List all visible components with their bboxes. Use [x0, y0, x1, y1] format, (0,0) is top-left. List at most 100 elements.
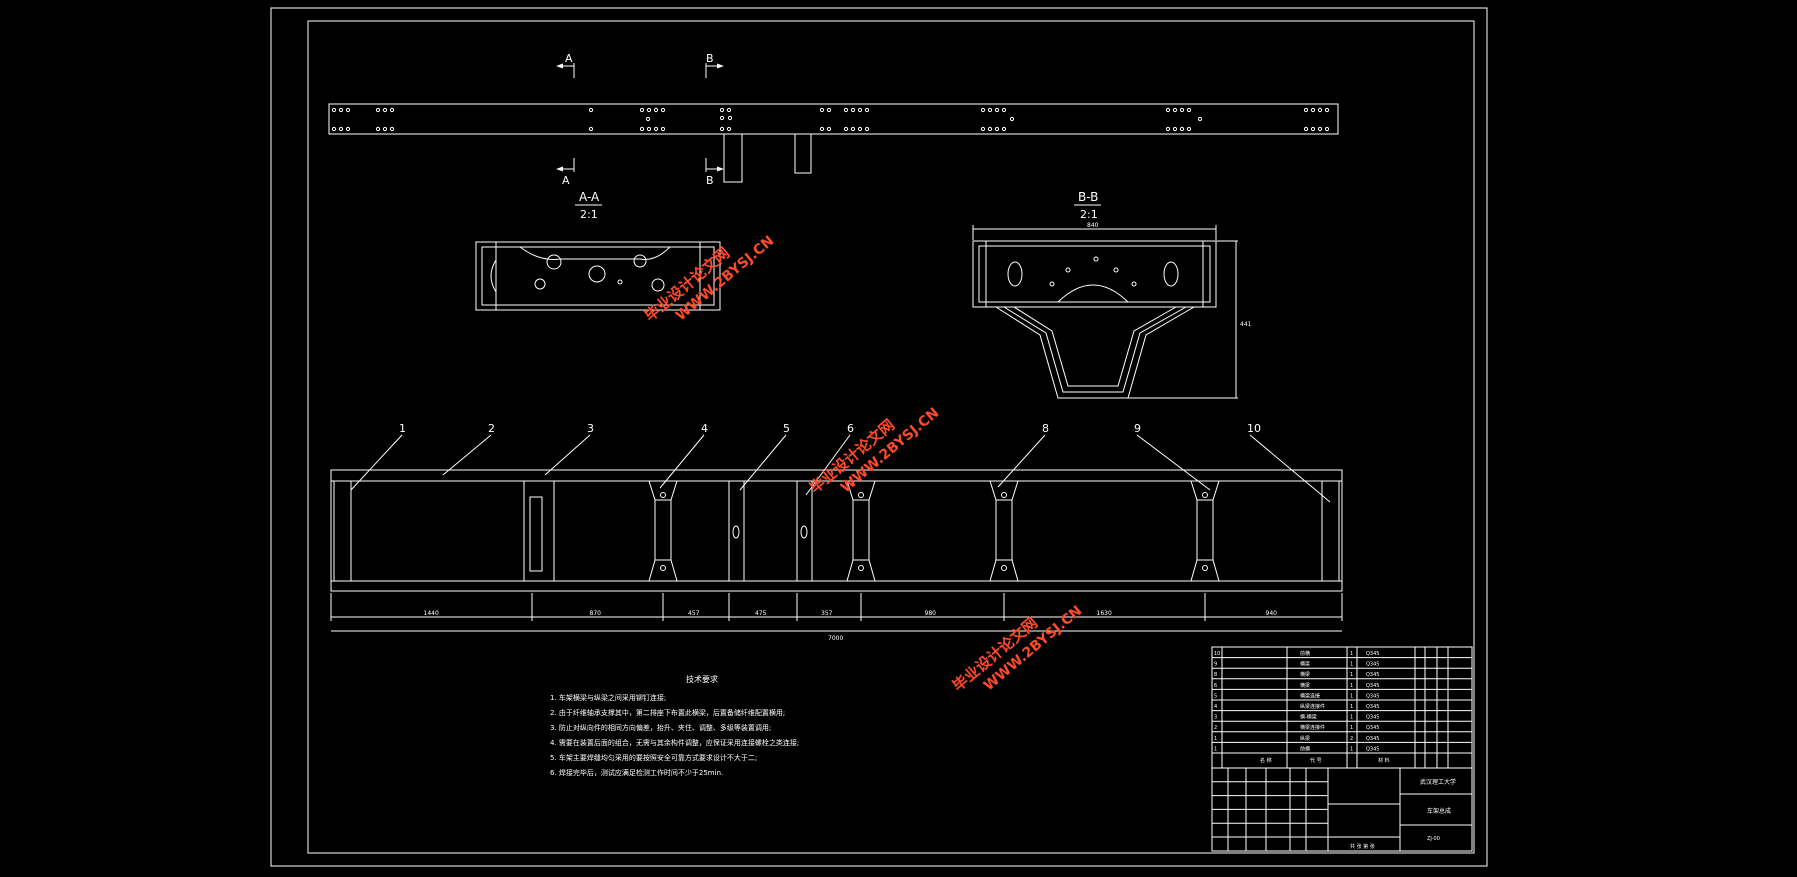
dim-segment: 1440	[424, 610, 439, 617]
hole	[1001, 107, 1007, 113]
part-material: Q345	[1366, 693, 1379, 699]
part-name: 横梁	[1300, 671, 1310, 678]
hole	[375, 107, 381, 113]
hole	[389, 126, 395, 132]
title-block: 武汉理工大学 车架总成 ZJ-00 共 张 第 张	[1211, 767, 1473, 852]
section-arrow-b-top: B	[705, 52, 724, 78]
hole	[1172, 107, 1178, 113]
part-name: 横梁连接	[1300, 692, 1320, 699]
part-no: 6	[1214, 683, 1217, 689]
cut-label-a-bottom: A	[562, 174, 570, 187]
balloon-4: 4	[659, 422, 708, 489]
hole	[1179, 126, 1185, 132]
hole	[850, 126, 856, 132]
balloon-2: 2	[442, 422, 495, 476]
section-arrow-a-top: A	[556, 52, 575, 78]
hole	[331, 107, 337, 113]
tech-req-item-2: 2. 由于纤维轴承支撑其中，第二排座下布置此横梁，后置备储纤维配置横用;	[550, 708, 785, 717]
top-view-holes	[331, 107, 1330, 132]
hole	[653, 107, 659, 113]
part-name: 横梁	[1300, 682, 1310, 689]
section-b-height-dim: 441	[1240, 321, 1252, 328]
hole	[645, 116, 651, 122]
hole	[646, 107, 652, 113]
hole	[1172, 126, 1178, 132]
cut-label-b-top: B	[706, 52, 714, 65]
hole	[864, 126, 870, 132]
part-qty: 1	[1350, 704, 1353, 710]
balloon-10: 10	[1247, 422, 1331, 503]
hole	[345, 107, 351, 113]
parts-header-name: 名 称	[1260, 757, 1272, 764]
section-a-scale: 2:1	[580, 208, 598, 221]
hole	[382, 107, 388, 113]
hole	[639, 126, 645, 132]
hole	[719, 126, 725, 132]
hole	[1324, 126, 1330, 132]
hole	[819, 107, 825, 113]
section-a-a-view: A-A 2:1	[475, 190, 721, 311]
hole	[719, 107, 725, 113]
part-material: Q345	[1366, 672, 1379, 678]
balloon-label: 10	[1247, 422, 1261, 435]
hole	[338, 126, 344, 132]
hole	[980, 126, 986, 132]
part-no: 10	[1214, 651, 1220, 657]
dim-segment: 475	[755, 610, 767, 617]
hole	[345, 126, 351, 132]
hole	[646, 126, 652, 132]
part-material: Q345	[1366, 715, 1379, 721]
section-arrow-b-bottom: B	[705, 158, 724, 187]
balloon-1: 1	[350, 422, 406, 491]
part-name: 前横	[1300, 745, 1310, 752]
hole	[994, 107, 1000, 113]
part-qty: 1	[1350, 651, 1353, 657]
hole	[660, 126, 666, 132]
hole	[639, 107, 645, 113]
hole	[382, 126, 388, 132]
hole	[1197, 116, 1203, 122]
tech-req-item-4: 4. 需要在装置后面的组合，无需与其余构件调整，应保证采用连接螺栓之类连接;	[550, 738, 799, 747]
section-arrow-a-bottom: A	[556, 158, 575, 187]
balloon-label: 9	[1134, 422, 1141, 435]
balloon-6: 6	[805, 422, 854, 496]
title-block-drawing-name: 车架总成	[1427, 807, 1451, 815]
hole	[1303, 126, 1309, 132]
watermark-1: 毕业设计论文网 WWW.2BYSJ.CN	[641, 233, 777, 325]
hole	[1310, 126, 1316, 132]
hole	[826, 107, 832, 113]
hole	[980, 107, 986, 113]
hole	[660, 107, 666, 113]
part-no: 1	[1214, 736, 1217, 742]
hole	[1186, 107, 1192, 113]
hole	[588, 126, 594, 132]
hole	[1001, 126, 1007, 132]
hole	[1324, 107, 1330, 113]
hole	[727, 115, 733, 121]
part-qty: 1	[1350, 725, 1353, 731]
part-material: Q345	[1366, 704, 1379, 710]
section-a-title: A-A	[579, 190, 600, 204]
part-qty: 1	[1350, 672, 1353, 678]
part-no: 5	[1214, 693, 1217, 699]
hole	[1303, 107, 1309, 113]
hole	[338, 107, 344, 113]
part-no: 1	[1214, 746, 1217, 752]
balloon-label: 5	[783, 422, 790, 435]
balloon-label: 6	[847, 422, 854, 435]
hole	[987, 107, 993, 113]
hole	[857, 126, 863, 132]
hole	[1317, 126, 1323, 132]
part-no: 9	[1214, 662, 1217, 668]
dim-segment: 940	[1266, 610, 1278, 617]
hole	[726, 126, 732, 132]
part-no: 4	[1214, 704, 1217, 710]
balloon-label: 3	[587, 422, 594, 435]
section-b-width-dim: 840	[1087, 222, 1099, 229]
hole	[1317, 107, 1323, 113]
hole	[719, 115, 725, 121]
